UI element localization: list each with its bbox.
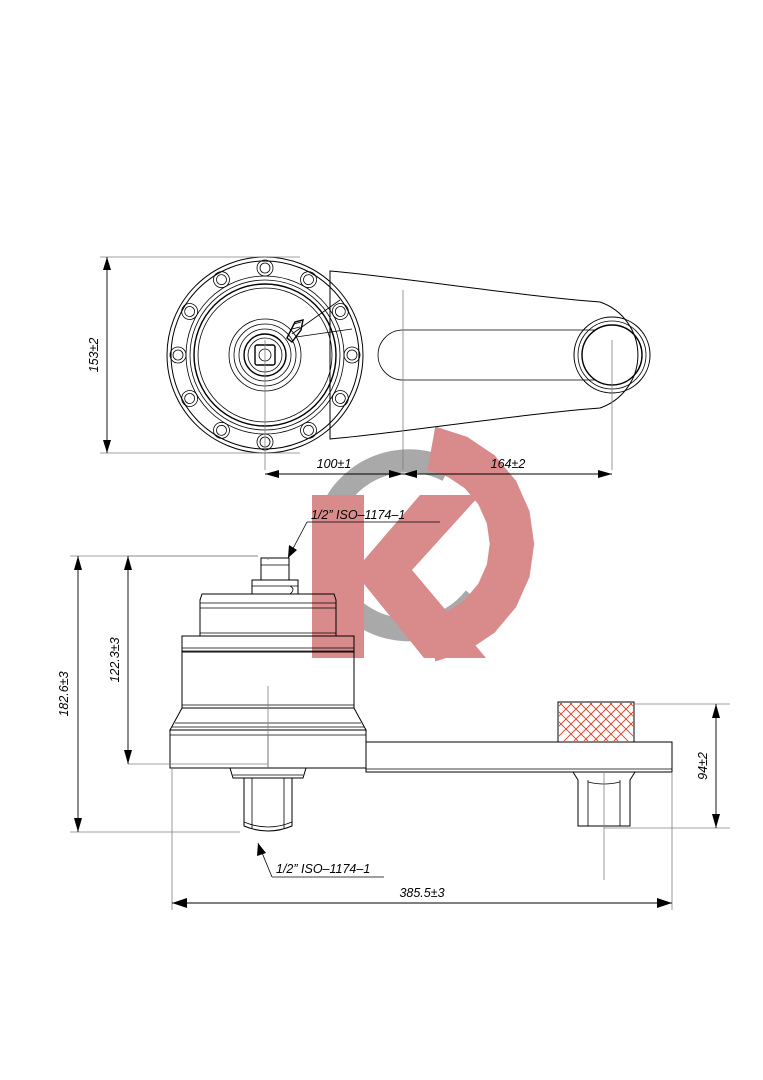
knurled-grip: [557, 701, 635, 743]
dim-label-split-to-ring: 164±2: [491, 457, 526, 471]
dim-label-overall-length: 385.5±3: [399, 886, 444, 900]
direction-lever: [286, 319, 304, 343]
callout-top-drive-label: 1/2” ISO–1174–1: [311, 508, 405, 522]
callout-bottom-drive: 1/2” ISO–1174–1: [257, 842, 384, 878]
watermark-logo: [312, 426, 535, 662]
dimension-split-to-ring: 164±2: [403, 457, 612, 478]
top-view: 153±2 100±1 164±2: [87, 256, 651, 478]
watermark-letter-k: [312, 495, 486, 658]
dim-label-overall-height: 182.6±3: [57, 671, 71, 716]
callout-bottom-drive-label: 1/2” ISO–1174–1: [276, 862, 370, 876]
dimension-overall-length: 385.5±3: [171, 768, 673, 910]
dimension-handle-height: 94±2: [604, 703, 730, 829]
dimension-overall-height: 182.6±3: [57, 555, 258, 833]
side-view: 1/2” ISO–1174–1 1/2” ISO–1174–1 182.6±3 …: [57, 508, 730, 910]
dimension-top-height: 153±2: [87, 256, 300, 454]
dim-label-handle-height: 94±2: [696, 752, 710, 780]
dimension-center-to-split: 100±1: [265, 457, 403, 478]
bolt-holes: [169, 259, 361, 451]
dimension-body-height: 122.3±3: [108, 555, 268, 765]
arm-slot: [377, 329, 596, 381]
dim-label-center-to-split: 100±1: [317, 457, 352, 471]
bottom-drive-collar: [229, 767, 307, 779]
output-drive: [572, 771, 636, 827]
dim-label-body-height: 122.3±3: [108, 637, 122, 682]
callout-top-drive: 1/2” ISO–1174–1: [287, 508, 440, 559]
dim-label-top-height: 153±2: [87, 338, 101, 373]
bottom-square-drive: [243, 777, 293, 832]
